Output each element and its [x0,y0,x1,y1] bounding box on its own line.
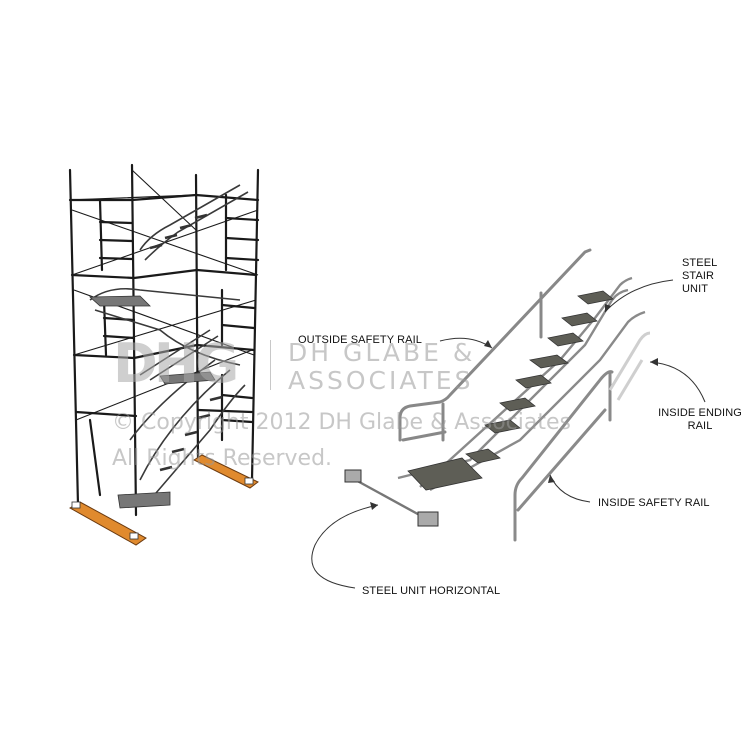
steel-unit-horizontal [351,476,426,520]
label-steel-unit-horizontal: STEEL UNIT HORIZONTAL [362,585,501,597]
stair-stringers [397,276,646,492]
arrow-inside-safety-rail [549,474,591,503]
base-plank-back [192,454,259,489]
label-inside-safety-rail: INSIDE SAFETY RAIL [598,497,710,509]
label-inside-ending-rail: INSIDE ENDING RAIL [658,407,742,432]
inside-ending-rail [608,331,651,401]
label-steel-stair-unit: STEEL STAIR UNIT [682,257,718,295]
watermark-separator [270,340,271,390]
stair-treads [407,290,614,491]
watermark-company-line1: DH GLABE & [288,338,476,367]
arrow-steel-unit-horizontal [311,504,379,589]
inside-safety-rail [513,370,614,542]
outside-safety-rail [398,248,592,442]
label-outside-safety-rail: OUTSIDE SAFETY RAIL [298,334,422,346]
watermark-copyright-line1: © Copyright 2012 DH Glabe & Associates [112,410,571,435]
watermark-company-line2: ASSOCIATES [288,366,474,395]
watermark-logo: DHG [113,332,239,395]
arrow-inside-ending-rail [649,361,706,403]
arrow-steel-stair-unit [604,279,674,313]
watermark-copyright-line2: All Rights Reserved. [112,446,333,471]
